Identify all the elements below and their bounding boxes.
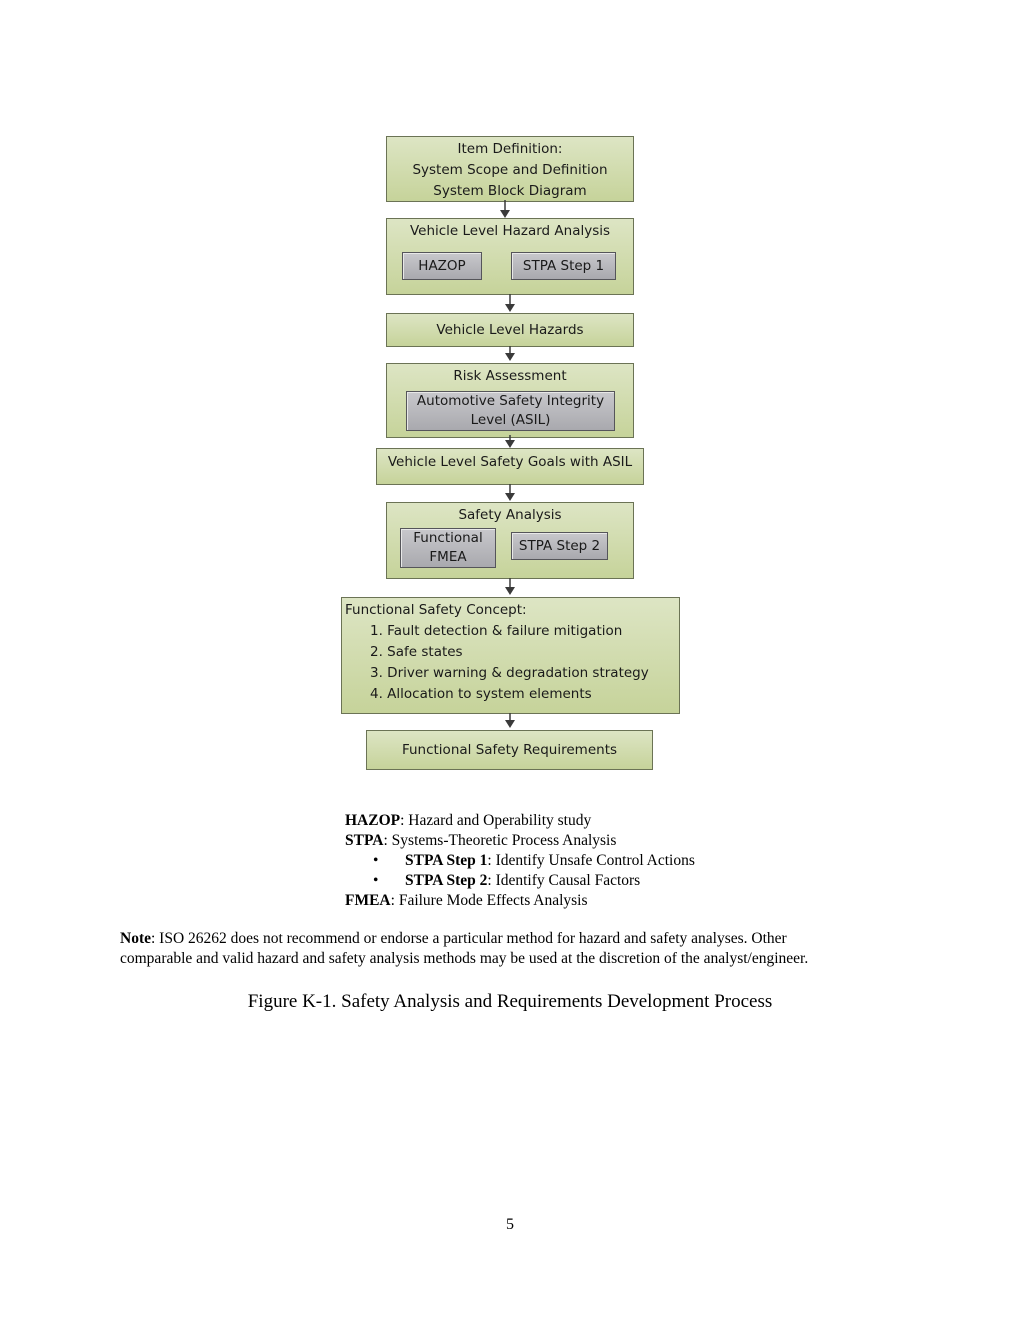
arrow-3 bbox=[505, 346, 515, 361]
legend-stpa-step1-term: STPA Step 1 bbox=[405, 852, 488, 869]
acronym-legend: HAZOP: Hazard and Operability study STPA… bbox=[345, 811, 695, 911]
arrow-1 bbox=[500, 200, 510, 218]
item-definition-title: Item Definition: bbox=[457, 141, 563, 157]
arrow-5 bbox=[505, 484, 515, 501]
legend-stpa-term: STPA bbox=[345, 832, 384, 849]
item-definition-scope: System Scope and Definition bbox=[412, 162, 608, 178]
arrow-2 bbox=[505, 294, 515, 312]
arrow-7 bbox=[505, 713, 515, 728]
figure-caption: Figure K-1. Safety Analysis and Requirem… bbox=[247, 991, 773, 1012]
vehicle-level-hazards-label: Vehicle Level Hazards bbox=[436, 322, 584, 338]
stpa-step2-label: STPA Step 2 bbox=[518, 538, 601, 554]
fsc-item-3: 3. Driver warning & degradation strategy bbox=[370, 665, 649, 681]
functional-safety-requirements-box: Functional Safety Requirements bbox=[366, 730, 653, 770]
asil-line-1: Automotive Safety Integrity bbox=[416, 393, 605, 409]
functional-safety-concept-box: Functional Safety Concept: 1. Fault dete… bbox=[341, 597, 680, 714]
safety-analysis-title: Safety Analysis bbox=[458, 507, 562, 523]
fsc-item-4: 4. Allocation to system elements bbox=[370, 686, 592, 702]
legend-hazop-definition: : Hazard and Operability study bbox=[400, 812, 592, 829]
legend-fmea-term: FMEA bbox=[345, 892, 391, 909]
arrow-4 bbox=[505, 435, 515, 448]
vehicle-hazard-analysis-title: Vehicle Level Hazard Analysis bbox=[409, 223, 611, 239]
page-number: 5 bbox=[506, 1216, 514, 1233]
legend-stpa-step2: • STPA Step 2: Identify Causal Factors bbox=[345, 871, 695, 891]
legend-hazop-term: HAZOP bbox=[345, 812, 401, 829]
stpa-step1-box: STPA Step 1 bbox=[511, 252, 616, 280]
safety-goals-box: Vehicle Level Safety Goals with ASIL bbox=[376, 448, 644, 485]
legend-stpa-step2-term: STPA Step 2 bbox=[405, 872, 488, 889]
risk-assessment-title: Risk Assessment bbox=[453, 368, 567, 384]
legend-fmea: FMEA: Failure Mode Effects Analysis bbox=[345, 891, 695, 911]
note-line-2: comparable and valid hazard and safety a… bbox=[120, 949, 809, 967]
legend-hazop: HAZOP: Hazard and Operability study bbox=[345, 811, 695, 831]
note-line-1: : ISO 26262 does not recommend or endors… bbox=[151, 930, 787, 947]
asil-line-2: Level (ASIL) bbox=[470, 412, 551, 428]
bullet-icon: • bbox=[373, 872, 379, 889]
legend-stpa: STPA: Systems-Theoretic Process Analysis bbox=[345, 831, 695, 851]
stpa-step2-box: STPA Step 2 bbox=[511, 532, 608, 560]
fsc-item-2: 2. Safe states bbox=[370, 644, 463, 660]
hazop-box: HAZOP bbox=[402, 252, 482, 280]
legend-fmea-definition: : Failure Mode Effects Analysis bbox=[390, 892, 588, 909]
functional-safety-concept-title: Functional Safety Concept: bbox=[345, 602, 527, 618]
legend-stpa-definition: : Systems-Theoretic Process Analysis bbox=[383, 832, 617, 849]
functional-safety-requirements-label: Functional Safety Requirements bbox=[401, 742, 618, 758]
legend-stpa-step1-definition: : Identify Unsafe Control Actions bbox=[487, 852, 695, 869]
vehicle-level-hazards-box: Vehicle Level Hazards bbox=[386, 313, 634, 347]
legend-stpa-step1: • STPA Step 1: Identify Unsafe Control Ac… bbox=[345, 851, 695, 871]
stpa-step1-label: STPA Step 1 bbox=[522, 258, 605, 274]
functional-fmea-line-1: Functional bbox=[413, 530, 483, 546]
item-definition-diagram: System Block Diagram bbox=[433, 183, 587, 199]
functional-fmea-box: Functional FMEA bbox=[400, 528, 496, 568]
functional-fmea-line-2: FMEA bbox=[429, 549, 467, 565]
item-definition-box: Item Definition: System Scope and Defini… bbox=[386, 136, 634, 202]
arrow-6 bbox=[505, 578, 515, 595]
note-paragraph: Note: ISO 26262 does not recommend or en… bbox=[120, 929, 900, 968]
fsc-item-1: 1. Fault detection & failure mitigation bbox=[370, 623, 623, 639]
legend-stpa-step2-definition: : Identify Causal Factors bbox=[487, 872, 641, 889]
safety-goals-label: Vehicle Level Safety Goals with ASIL bbox=[387, 454, 633, 470]
asil-box: Automotive Safety Integrity Level (ASIL) bbox=[406, 391, 615, 431]
hazop-label: HAZOP bbox=[418, 258, 466, 274]
note-label: Note bbox=[120, 930, 151, 947]
bullet-icon: • bbox=[373, 852, 379, 869]
